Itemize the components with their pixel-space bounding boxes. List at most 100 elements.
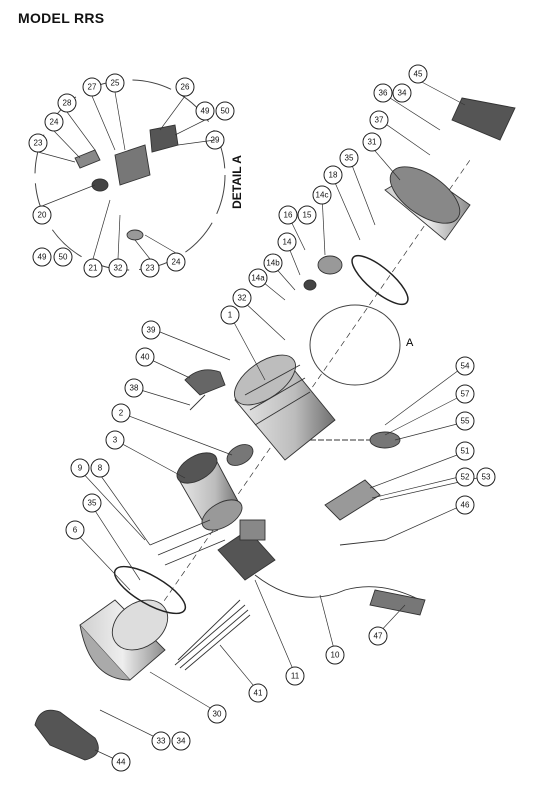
- detail-a-marker: A: [406, 337, 414, 349]
- callout-25: 25: [105, 73, 125, 93]
- callout-14: 14: [277, 232, 297, 252]
- svg-text:50: 50: [221, 107, 230, 116]
- svg-text:10: 10: [331, 651, 340, 660]
- callout-30: 30: [207, 704, 227, 724]
- diagram-title: MODEL RRS: [18, 10, 105, 26]
- svg-text:23: 23: [146, 264, 155, 273]
- callout-50b: 50: [53, 247, 73, 267]
- svg-text:41: 41: [254, 689, 263, 698]
- callout-32b: 32: [232, 288, 252, 308]
- callout-36: 36: [373, 83, 393, 103]
- callout-39: 39: [141, 320, 161, 340]
- callout-35b: 35: [339, 148, 359, 168]
- svg-text:35: 35: [88, 499, 97, 508]
- svg-text:11: 11: [291, 672, 300, 681]
- callout-51: 51: [455, 441, 475, 461]
- callout-50a: 50: [215, 101, 235, 121]
- svg-text:44: 44: [117, 758, 126, 767]
- svg-text:36: 36: [379, 89, 388, 98]
- callout-49a: 49: [195, 101, 215, 121]
- callout-33: 33: [151, 731, 171, 751]
- detail-a-reference-circle: [309, 304, 401, 386]
- svg-text:16: 16: [284, 211, 293, 220]
- callout-45: 45: [408, 64, 428, 84]
- callout-16: 16: [278, 205, 298, 225]
- svg-text:9: 9: [78, 464, 83, 473]
- callout-11: 11: [285, 666, 305, 686]
- callout-23a: 23: [28, 133, 48, 153]
- pin-part: [339, 539, 386, 546]
- callout-34b: 34: [171, 731, 191, 751]
- svg-text:27: 27: [88, 83, 97, 92]
- svg-text:14: 14: [283, 238, 292, 247]
- brake-coil-part: [317, 255, 343, 275]
- svg-text:33: 33: [157, 737, 166, 746]
- bolt-part: [189, 394, 206, 411]
- callout-49b: 49: [32, 247, 52, 267]
- motor-stator-part: [176, 452, 243, 531]
- callout-34a: 34: [392, 83, 412, 103]
- svg-text:26: 26: [181, 83, 190, 92]
- svg-text:51: 51: [461, 447, 470, 456]
- callouts: 45 36 34 37 31 35 18 14c 16 15 14 14b 14…: [28, 64, 496, 772]
- callout-37: 37: [369, 110, 389, 130]
- brake-hub-part: [303, 279, 317, 291]
- callout-35a: 35: [82, 493, 102, 513]
- callout-41: 41: [248, 683, 268, 703]
- load-chain-part: [310, 431, 401, 449]
- svg-text:35: 35: [345, 154, 354, 163]
- detail-leaders: [37, 91, 216, 260]
- svg-text:38: 38: [130, 384, 139, 393]
- svg-text:14a: 14a: [251, 274, 265, 283]
- callout-27: 27: [82, 77, 102, 97]
- callout-26: 26: [175, 77, 195, 97]
- callout-14b: 14b: [263, 253, 283, 273]
- control-cable-part: [254, 574, 421, 601]
- gasket-ring-part: [113, 565, 187, 615]
- svg-text:37: 37: [375, 116, 384, 125]
- callout-54: 54: [455, 356, 475, 376]
- svg-text:23: 23: [34, 139, 43, 148]
- svg-text:45: 45: [414, 70, 423, 79]
- wire-harness-part: [174, 599, 251, 671]
- callout-6: 6: [65, 520, 85, 540]
- svg-text:24: 24: [50, 118, 59, 127]
- svg-text:50: 50: [59, 253, 68, 262]
- callout-21: 21: [83, 258, 103, 278]
- svg-text:46: 46: [461, 501, 470, 510]
- callout-46: 46: [455, 495, 475, 515]
- callout-24b: 24: [166, 252, 186, 272]
- callout-8: 8: [90, 458, 110, 478]
- callout-9: 9: [70, 458, 90, 478]
- svg-text:34: 34: [398, 89, 407, 98]
- svg-text:3: 3: [113, 436, 118, 445]
- callout-57: 57: [455, 384, 475, 404]
- callout-3: 3: [105, 430, 125, 450]
- main-housing-part: [234, 354, 336, 461]
- cover-plate-part: [451, 97, 516, 141]
- svg-text:57: 57: [461, 390, 470, 399]
- svg-text:47: 47: [374, 632, 383, 641]
- svg-text:20: 20: [38, 211, 47, 220]
- brake-disc-part: [226, 444, 254, 466]
- svg-text:21: 21: [89, 264, 98, 273]
- callout-47: 47: [368, 626, 388, 646]
- callout-14a: 14a: [248, 268, 268, 288]
- chain-stopper-part: [324, 479, 381, 521]
- svg-text:14c: 14c: [316, 191, 329, 200]
- svg-text:2: 2: [119, 409, 124, 418]
- svg-text:28: 28: [63, 99, 72, 108]
- svg-text:52: 52: [461, 473, 470, 482]
- svg-text:53: 53: [482, 473, 491, 482]
- callout-40: 40: [135, 347, 155, 367]
- rear-gasket-part: [351, 254, 409, 306]
- callout-53: 53: [476, 467, 496, 487]
- contactor-box-part: [217, 519, 276, 581]
- svg-text:8: 8: [98, 464, 103, 473]
- callout-38: 38: [124, 378, 144, 398]
- end-cap-part: [34, 709, 99, 761]
- svg-text:49: 49: [38, 253, 47, 262]
- svg-text:32: 32: [238, 294, 247, 303]
- cover-shell-part: [79, 599, 169, 681]
